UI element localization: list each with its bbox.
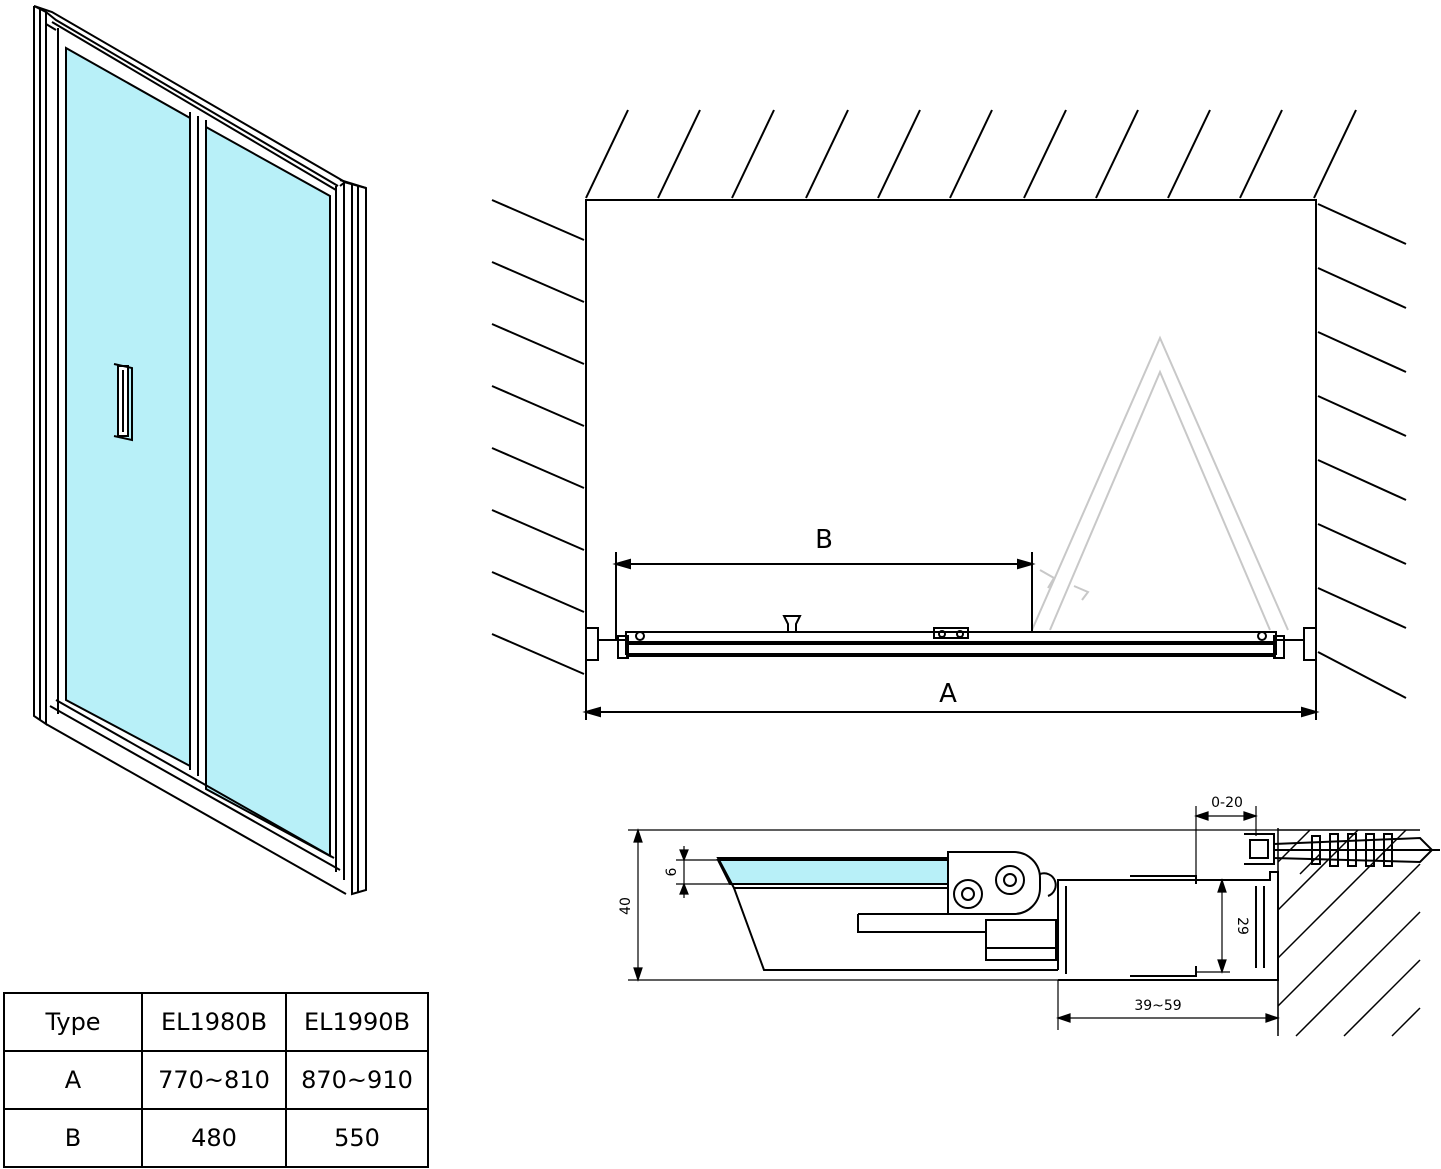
wall-hatch-section [1277, 828, 1421, 1037]
section-detail [628, 806, 1440, 1037]
dim-height-label: 40 [618, 897, 634, 915]
table-cell: 870~910 [285, 1050, 429, 1110]
dimension-a-label: A [939, 679, 957, 709]
dim-adjust-label: 0-20 [1211, 795, 1243, 811]
wall-hatch-left [491, 199, 585, 675]
header-model-2: EL1990B [285, 992, 429, 1052]
spec-row-b: B 480 550 [3, 1108, 429, 1168]
spec-table: Type EL1980B EL1990B A 770~810 870~910 B… [3, 992, 429, 1168]
dowel-ribs [1311, 833, 1393, 867]
dimension-b-label: B [815, 525, 833, 555]
glass-panel-right [205, 125, 331, 858]
table-cell: 480 [141, 1108, 287, 1168]
isometric-door-view [33, 5, 367, 896]
dim-range-label: 39~59 [1134, 998, 1181, 1014]
dim-glass-label: 6 [664, 867, 680, 876]
header-type: Type [3, 992, 143, 1052]
door-profile-plan [586, 615, 1316, 661]
table-cell: 770~810 [141, 1050, 287, 1110]
section-glass [716, 859, 949, 885]
row-label: B [3, 1108, 143, 1168]
wall-outline [585, 199, 1317, 676]
wall-hatch-right [1317, 203, 1407, 699]
dimension-a-line [582, 676, 1320, 720]
hinge [947, 851, 1041, 915]
header-model-1: EL1980B [141, 992, 287, 1052]
dim-profile-label: 29 [1234, 917, 1250, 935]
spec-row-a: A 770~810 870~910 [3, 1050, 429, 1110]
row-label: A [3, 1050, 143, 1110]
plan-view [491, 109, 1407, 720]
table-cell: 550 [285, 1108, 429, 1168]
section-dimensions [628, 806, 1280, 1030]
door-swing-ghost [1031, 335, 1289, 631]
spec-header-row: Type EL1980B EL1990B [3, 992, 429, 1052]
dimension-b-line [612, 552, 1036, 640]
wall-hatch-top [585, 109, 1357, 199]
